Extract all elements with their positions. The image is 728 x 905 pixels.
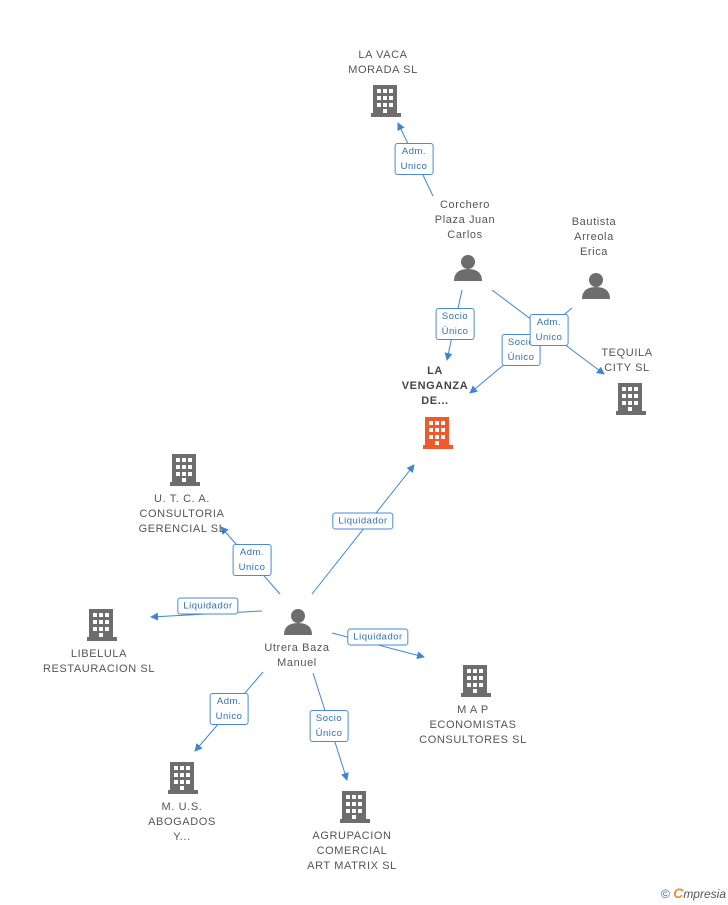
edge-label-adm-unico[interactable]: Adm. Unico (209, 693, 249, 725)
copyright-symbol: © (661, 887, 670, 901)
node-label-mus[interactable]: M. U.S. ABOGADOS Y... (148, 801, 216, 843)
edge-label-liquidador[interactable]: Liquidador (347, 628, 409, 646)
building-icon[interactable] (340, 791, 370, 823)
building-icon[interactable] (461, 665, 491, 697)
edge-label-adm-unico[interactable]: Adm. Unico (394, 143, 434, 175)
node-label-corchero[interactable]: Corchero Plaza Juan Carlos (434, 199, 496, 241)
node-label-libelula[interactable]: LIBELULA RESTAURACION SL (42, 648, 156, 675)
edge-label-adm-unico[interactable]: Adm. Unico (232, 544, 272, 576)
person-icon[interactable] (454, 255, 482, 281)
building-icon[interactable] (616, 383, 646, 415)
node-label-utrera[interactable]: Utrera Baza Manuel (264, 642, 330, 669)
node-label-utca[interactable]: U. T. C. A. CONSULTORIA GERENCIAL SL (138, 493, 226, 535)
person-icon[interactable] (582, 273, 610, 299)
node-label-tequila[interactable]: TEQUILA CITY SL (601, 347, 653, 374)
edges (150, 122, 605, 781)
node-label-venganza[interactable]: LA VENGANZA DE... (401, 365, 469, 407)
edge-label-liquidador[interactable]: Liquidador (177, 597, 239, 615)
building-icon[interactable] (170, 454, 200, 486)
edge-label-socio-unico[interactable]: Socio Único (435, 308, 475, 340)
person-icon[interactable] (284, 609, 312, 635)
node-label-la-vaca[interactable]: LA VACA MORADA SL (348, 49, 418, 76)
building-icon-focus[interactable] (423, 417, 453, 449)
edge-label-liquidador[interactable]: Liquidador (332, 512, 394, 530)
building-icon[interactable] (371, 85, 401, 117)
footer-brand[interactable]: © Cmpresia (661, 885, 726, 901)
node-label-agrupacion[interactable]: AGRUPACION COMERCIAL ART MATRIX SL (307, 830, 397, 872)
edge-label-socio-unico[interactable]: Socio Único (501, 334, 541, 366)
building-icon[interactable] (87, 609, 117, 641)
node-label-bautista[interactable]: Bautista Arreola Erica (571, 216, 617, 258)
edge-label-adm-unico[interactable]: Adm. Unico (529, 314, 569, 346)
brand-name: Cmpresia (673, 885, 726, 901)
edge-utrera-venganza (311, 464, 415, 595)
edge-label-socio-unico[interactable]: Socio Único (309, 710, 349, 742)
node-label-map[interactable]: M A P ECONOMISTAS CONSULTORES SL (419, 704, 527, 746)
building-icon[interactable] (168, 762, 198, 794)
